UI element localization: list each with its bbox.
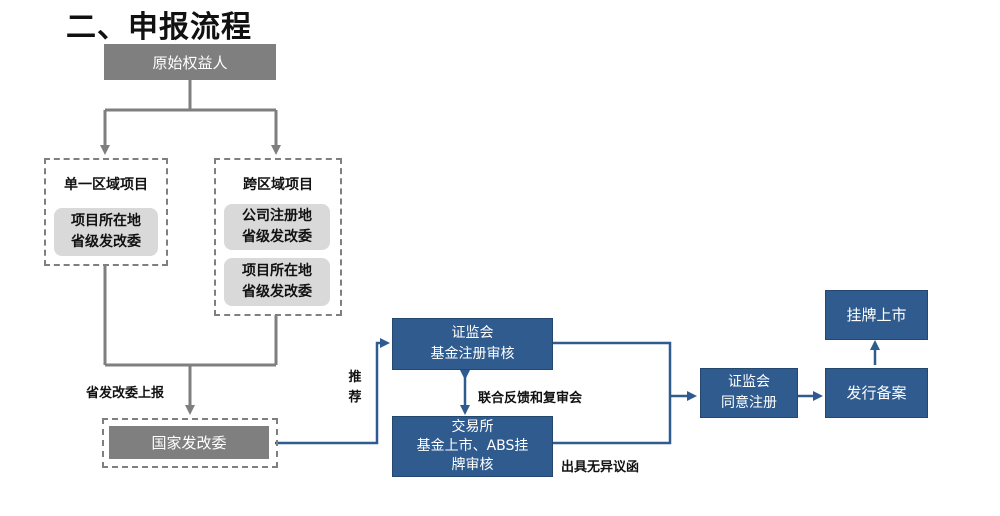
connector-exchange-to-approve [553,396,672,445]
page-title: 二、申报流程 [66,10,252,45]
provincial-report-label: 省发改委上报 [86,386,165,401]
single-region-item-line1: 项目所在地 [71,213,141,229]
single-region-title: 单一区域项目 [64,177,148,193]
cross-region-item2-line2: 省级发改委 [242,284,312,300]
csrc-approve-node: 证监会 同意注册 [700,368,798,418]
joint-feedback-label: 联合反馈和复审会 [478,391,583,406]
cross-region-item1-line2: 省级发改委 [242,229,312,245]
no-objection-label: 出具无异议函 [561,460,640,475]
cross-region-title: 跨区域项目 [243,177,313,193]
csrc-fund-review-node: 证监会 基金注册审核 [392,318,553,370]
single-region-group: 单一区域项目 项目所在地 省级发改委 [44,158,168,266]
connector-csrc-fund-to-approve [553,341,672,396]
cross-region-item1-line1: 公司注册地 [242,208,312,224]
cross-region-item-2: 项目所在地 省级发改委 [224,258,330,306]
issue-filing-node: 发行备案 [825,368,928,418]
arrow-recommend [275,338,390,445]
listing-node: 挂牌上市 [825,290,928,340]
single-region-item-line2: 省级发改委 [71,234,141,250]
exchange-review-line2: 基金上市、ABS挂 [416,438,529,454]
exchange-review-line1: 交易所 [451,419,494,435]
exchange-review-line3: 牌审核 [451,457,494,473]
cross-region-group: 跨区域项目 公司注册地 省级发改委 项目所在地 省级发改委 [214,158,342,316]
recommend-label-char2: 荐 [348,390,362,405]
ndrc-group: 国家发改委 [102,418,278,468]
csrc-approve-line1: 证监会 [728,374,770,390]
cross-region-item2-line1: 项目所在地 [242,263,312,279]
originator-node: 原始权益人 [104,44,276,80]
single-region-item: 项目所在地 省级发改委 [54,208,158,256]
csrc-fund-review-line2: 基金注册审核 [430,346,515,362]
recommend-label: 推 荐 [347,368,363,408]
csrc-fund-review-line1: 证监会 [451,325,494,341]
ndrc-node: 国家发改委 [109,426,269,459]
exchange-review-node: 交易所 基金上市、ABS挂 牌审核 [392,416,553,477]
cross-region-item-1: 公司注册地 省级发改委 [224,204,330,250]
csrc-approve-line2: 同意注册 [721,395,777,411]
recommend-label-char1: 推 [348,370,362,385]
